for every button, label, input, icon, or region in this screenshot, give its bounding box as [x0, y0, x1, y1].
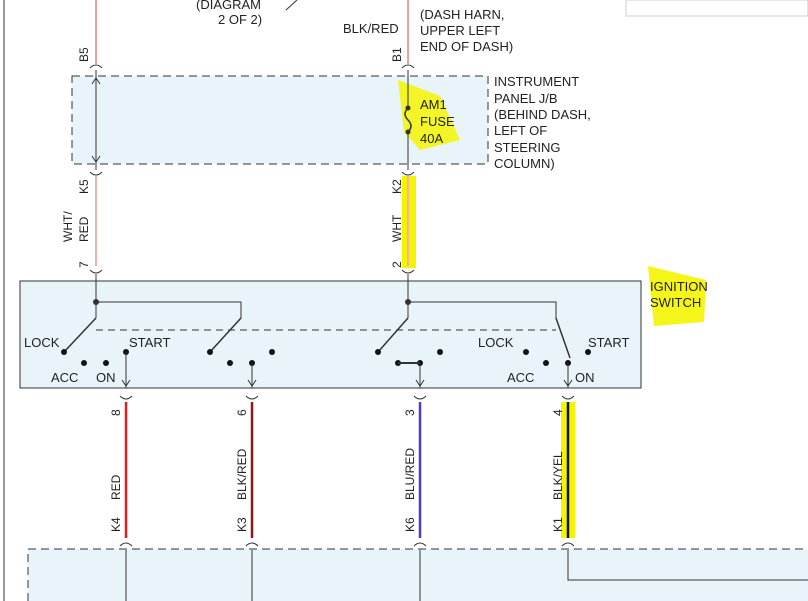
connector-b1 [401, 64, 415, 69]
connector-7 [89, 269, 103, 274]
pin-k2: K2 [390, 179, 404, 194]
pin-b1: B1 [390, 47, 404, 62]
diagram-ref-arrow [285, 0, 298, 11]
fuse-symbol [404, 107, 412, 133]
pin-4: 4 [551, 409, 565, 416]
output-arrows [121, 379, 573, 387]
connector-k6 [413, 542, 427, 547]
overlay-panel [625, 0, 808, 17]
fuse-terminal-top [405, 105, 411, 111]
connector-k5 [89, 171, 103, 176]
connector-k4 [119, 542, 133, 547]
ignition-label-2: SWITCH [650, 295, 701, 310]
jb-label-6: COLUMN) [494, 156, 555, 171]
switch-lever-2 [209, 317, 242, 353]
ignition-switch-highlight [648, 266, 706, 326]
bottom-wires [125, 550, 421, 601]
connector-b5 [89, 64, 103, 69]
pin-3: 3 [403, 409, 417, 416]
connector-pin-3 [413, 395, 427, 400]
wire-label-red: RED [109, 474, 123, 500]
connector-k1 [561, 542, 575, 547]
jb-label-5: STEERING [494, 140, 560, 155]
pin-k5: K5 [77, 179, 91, 194]
conn-k1: K1 [551, 517, 565, 532]
fuse-highlight [398, 80, 460, 150]
conn-k3: K3 [235, 517, 249, 532]
pos-on-4: ON [575, 370, 595, 385]
conn-k6: K6 [403, 517, 417, 532]
bus-left-branch [96, 301, 242, 318]
pos-lock-1: LOCK [24, 335, 60, 350]
fuse-label-3: 40A [420, 131, 443, 146]
connector-pin-8 [119, 395, 133, 400]
source-location-3: END OF DASH) [420, 39, 513, 54]
pos-start-1: START [129, 335, 170, 350]
fuse-label-1: AM1 [420, 97, 447, 112]
bus-right-branch [408, 301, 557, 318]
connector-pin-4 [561, 395, 575, 400]
jb-label-3: (BEHIND DASH, [494, 107, 591, 122]
connector-k2 [401, 171, 415, 176]
pos-on-1: ON [96, 370, 116, 385]
jb-label-4: LEFT OF [494, 123, 547, 138]
source-wire-label: BLK/RED [343, 21, 399, 36]
wire-label-wht-red-a: WHT/ [61, 211, 75, 242]
ignition-switch-box [19, 280, 642, 389]
pos-acc-1: ACC [51, 370, 78, 385]
bottom-output-route [567, 550, 808, 581]
jb-left-arrow-bottom [91, 155, 101, 163]
wire-label-blk-yel: BLK/YEL [551, 451, 565, 500]
diagram-ref-line1: (DIAGRAM [196, 0, 261, 12]
bottom-box-fill [29, 550, 808, 601]
pos-start-4: START [588, 335, 629, 350]
pos-acc-4: ACC [507, 370, 534, 385]
switch-contacts [61, 349, 591, 366]
switch-lever-3 [377, 317, 409, 353]
connector-pin-6 [245, 395, 259, 400]
wire-label-blu-red: BLU/RED [403, 448, 417, 500]
pin-6: 6 [235, 409, 249, 416]
source-location-2: UPPER LEFT [420, 23, 500, 38]
wire-label-blk-red: BLK/RED [235, 448, 249, 500]
switch-lever-4 [555, 317, 571, 359]
jb-label-1: INSTRUMENT [494, 74, 579, 89]
connector-k3 [245, 542, 259, 547]
wire-label-wht: WHT [390, 214, 404, 242]
fuse-label-2: FUSE [420, 114, 455, 129]
jb-left-arrow-top [91, 77, 101, 85]
switch-pin-7: 7 [77, 261, 91, 268]
pos-lock-4: LOCK [478, 335, 514, 350]
conn-k4: K4 [109, 517, 123, 532]
wire-label-wht-red-b: RED [77, 216, 91, 242]
ignition-label-1: IGNITION [650, 279, 708, 294]
pin-b5: B5 [77, 47, 91, 62]
connector-2 [401, 269, 415, 274]
diagram-ref-line2: 2 OF 2) [218, 12, 262, 27]
pin-8: 8 [109, 409, 123, 416]
switch-pin-2: 2 [390, 261, 404, 268]
jb-label-2: PANEL J/B [494, 91, 558, 106]
source-location-1: (DASH HARN, [420, 7, 505, 22]
switch-lever-1 [63, 317, 97, 353]
fuse-terminal-bottom [405, 129, 411, 135]
